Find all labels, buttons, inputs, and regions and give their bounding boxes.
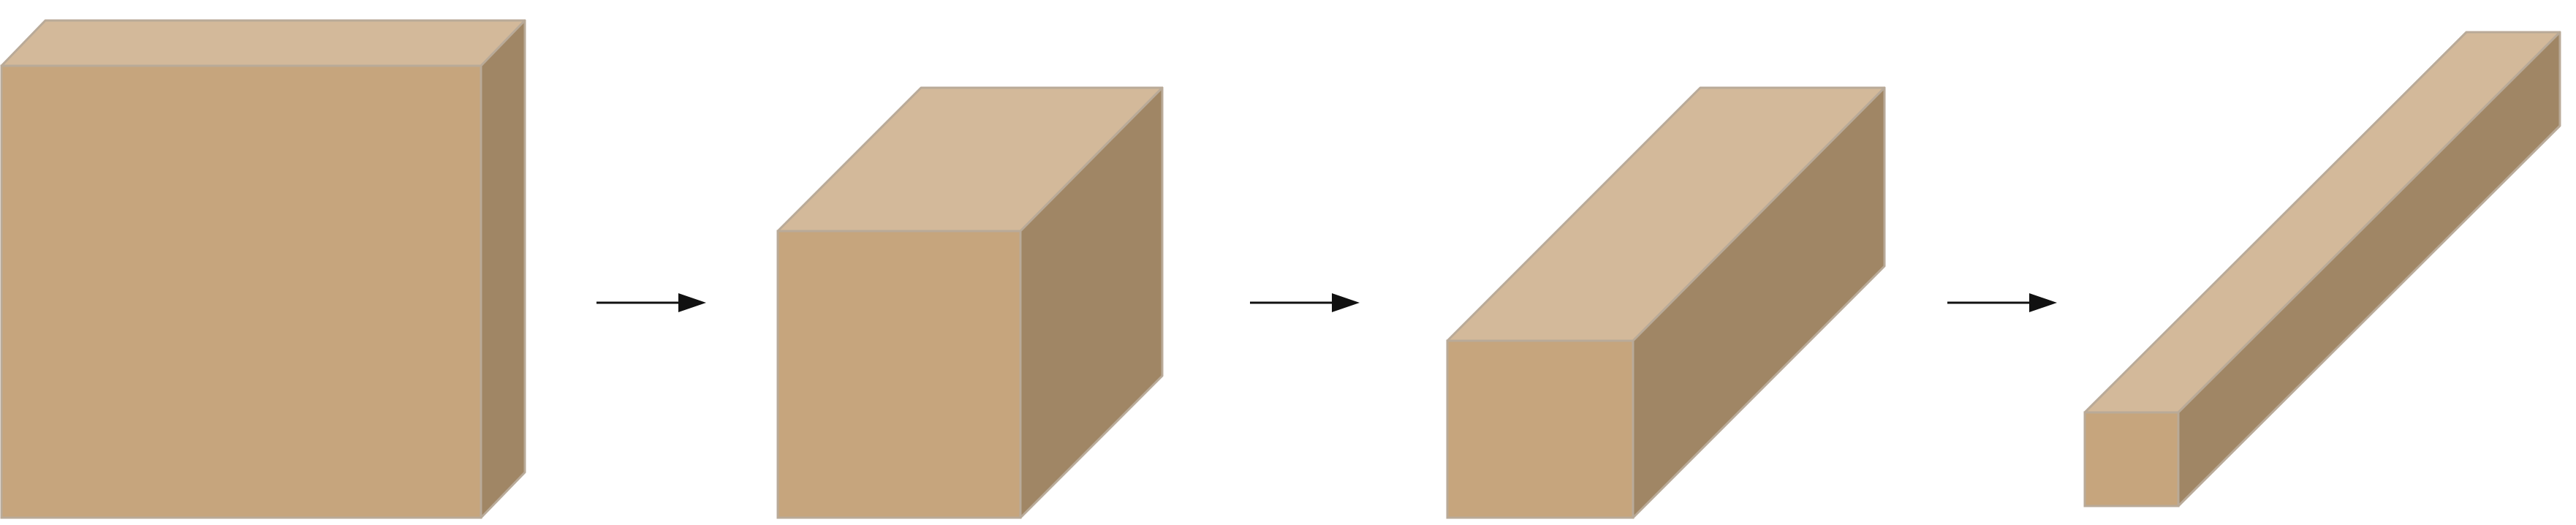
block-1-wide-square-slab	[0, 19, 526, 519]
right-arrow-icon	[596, 293, 706, 312]
block-1-front-face	[0, 64, 482, 519]
right-arrow-icon	[1947, 293, 2057, 312]
block-1-top-face	[0, 19, 526, 67]
block-2-cube	[776, 86, 1164, 519]
block-4-front-face	[2083, 411, 2180, 507]
block-3-front-face	[1446, 339, 1634, 519]
block-2-front-face	[776, 230, 1022, 519]
block-3-deep-box	[1446, 86, 1886, 519]
block-4-long-bar	[2083, 31, 2561, 507]
right-arrow-icon	[1250, 293, 1360, 312]
block-1-side-face	[480, 19, 526, 519]
